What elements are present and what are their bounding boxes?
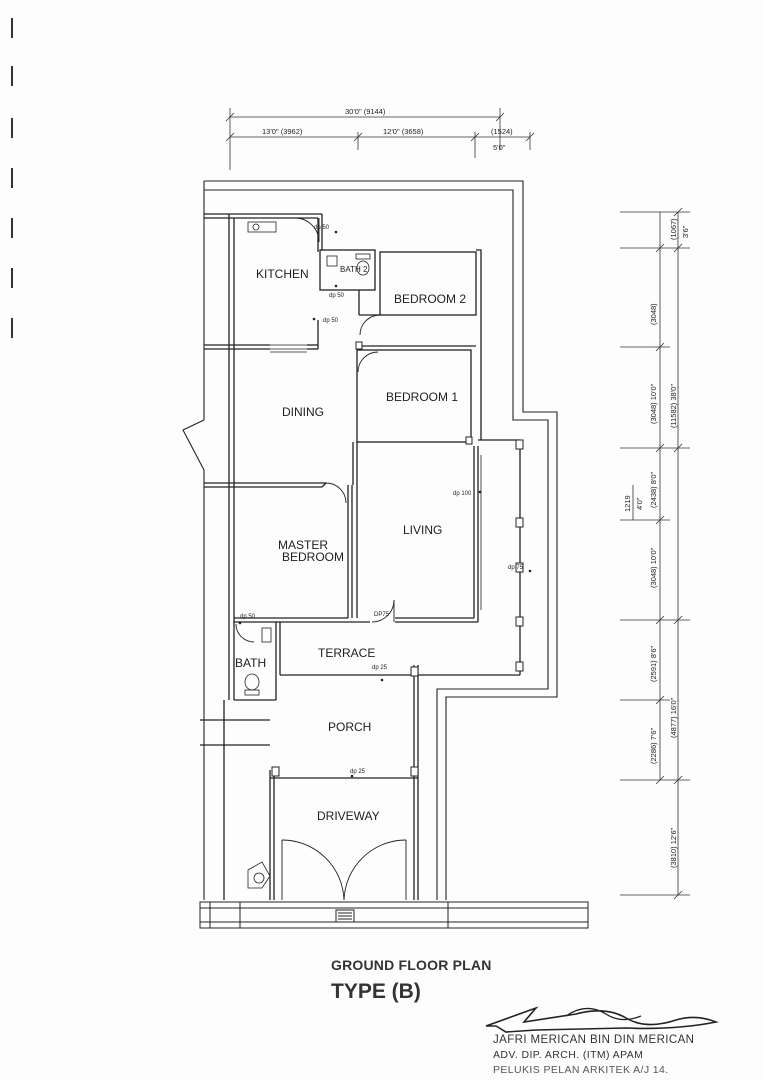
dim-right-d6: (2591) 8'6" (649, 645, 658, 682)
dim-right-d3: (3048) 10'0" (649, 383, 658, 424)
dp-dining: dp 50 (323, 318, 339, 324)
dim-right-d1: (1067) (669, 218, 678, 240)
dp-bath-2: dp 50 (329, 293, 345, 299)
fixtures (244, 221, 371, 889)
dp-living-right: dp 75 (508, 565, 524, 571)
dim-right-total-upper: (11582) 38'0" (669, 384, 678, 428)
plan-title: GROUND FLOOR PLAN (331, 957, 492, 973)
room-master-line1: MASTER (278, 538, 328, 552)
dp-living: dp 100 (453, 491, 472, 497)
drop-point-markers (238, 230, 532, 778)
structural-columns (271, 341, 524, 777)
room-dining: DINING (282, 405, 324, 419)
windows (270, 344, 482, 610)
dp-terrace: dp 25 (372, 665, 388, 671)
architect-registration: PELUKIS PELAN ARKITEK A/J 14. (493, 1064, 669, 1076)
dim-right-d4: (2438) 8'0" (649, 471, 658, 508)
dim-right-d2: (3048) (649, 303, 658, 325)
house-walls (200, 213, 521, 900)
dim-right-d5: (3048) 10'0" (649, 547, 658, 588)
dim-right-d8: (3810) 12'6" (669, 827, 678, 868)
architect-qualification: ADV. DIP. ARCH. (ITM) APAM (493, 1049, 644, 1061)
dp-bath: dp 50 (240, 614, 256, 620)
room-bedroom-2: BEDROOM 2 (394, 292, 466, 306)
dim-top-seg3: (1524) (491, 127, 513, 136)
dim-top-seg3-ft: 5'0" (493, 143, 506, 152)
door-swings (235, 217, 407, 901)
plan-type: TYPE (B) (331, 980, 421, 1003)
dim-right-d1-ft: 3'6" (681, 225, 690, 238)
room-master-line2: BEDROOM (282, 550, 344, 564)
dim-top-seg1: 13'0" (3962) (262, 127, 303, 136)
room-bath-2: BATH 2 (340, 265, 368, 274)
room-bedroom-1: BEDROOM 1 (386, 390, 458, 404)
room-terrace: TERRACE (318, 646, 375, 660)
architect-name: JAFRI MERICAN BIN DIN MERICAN (493, 1034, 695, 1046)
room-bath: BATH (235, 656, 266, 670)
dim-right-total-lower: (4877) 16'0" (669, 697, 678, 738)
dim-overall-width: 30'0" (9144) (345, 107, 386, 116)
right-dimension-lines (620, 207, 690, 900)
dp-kitchen: dp 50 (314, 225, 330, 231)
room-kitchen: KITCHEN (256, 267, 309, 281)
dp-porch: dp 25 (350, 769, 366, 775)
dim-right-d4-small-ft: 4'0" (635, 497, 644, 510)
dim-right-d7: (2286) 7'6" (649, 727, 658, 764)
dim-right-d4-small: 1219 (623, 495, 632, 512)
room-living: LIVING (403, 523, 442, 537)
boundary-walls (182, 180, 558, 900)
dp-living-door: DP75 (374, 612, 390, 618)
signature-scribble (485, 1006, 719, 1033)
dim-top-seg2: 12'0" (3658) (383, 127, 424, 136)
room-porch: PORCH (328, 720, 371, 734)
top-dimension-lines (225, 108, 535, 170)
room-driveway: DRIVEWAY (317, 809, 380, 823)
front-fence (199, 901, 589, 929)
